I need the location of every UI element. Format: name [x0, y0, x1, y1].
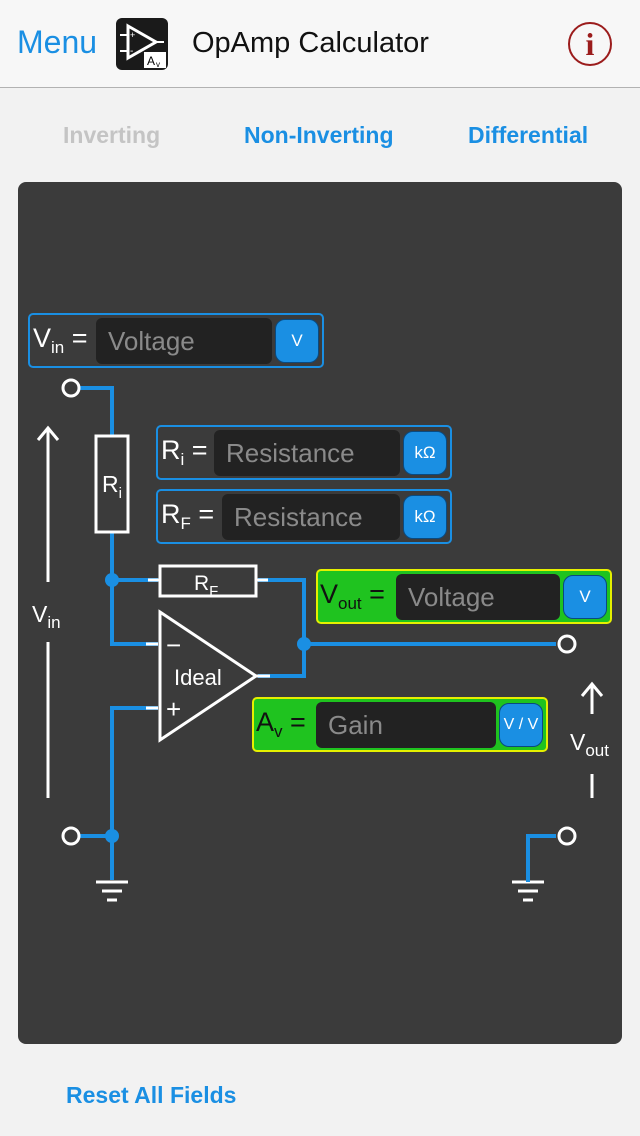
rf-input[interactable] [222, 494, 400, 540]
gain-input[interactable] [316, 702, 496, 748]
rf-field-label: RF = [161, 499, 215, 533]
gain-unit-button[interactable]: V / V [499, 703, 543, 747]
vout-arrow-label: V [570, 729, 586, 755]
svg-text:+: + [130, 30, 135, 40]
vin-unit-button[interactable]: V [275, 319, 319, 363]
vin-input[interactable] [96, 318, 272, 364]
svg-text:RF: RF [194, 572, 218, 600]
ri-unit-button[interactable]: kΩ [403, 431, 447, 475]
svg-text:Ri: Ri [102, 471, 122, 502]
svg-text:Vin: Vin [32, 601, 61, 632]
opamp-app-icon: + - A v [116, 18, 168, 70]
info-icon[interactable]: i [568, 22, 612, 66]
ri-field-group: Ri = kΩ [156, 425, 452, 480]
vin-arrow-label: V [32, 601, 48, 627]
ri-resistor-sub: i [119, 485, 122, 502]
rf-field-group: RF = kΩ [156, 489, 452, 544]
vin-field-group: Vin = V [28, 313, 324, 368]
tab-inverting[interactable]: Inverting [63, 122, 161, 148]
svg-text:-: - [130, 46, 133, 57]
opamp-plus-sign: + [166, 694, 181, 724]
tab-differential[interactable]: Differential [468, 122, 589, 148]
app-title: OpAmp Calculator [192, 27, 429, 59]
vout-field-label: Vout = [320, 579, 385, 613]
gain-field-label: Av = [256, 707, 306, 741]
opamp-ideal-label: Ideal [174, 665, 222, 690]
nav-bar: Menu + - A v OpAmp Calculator i [0, 0, 640, 88]
menu-button[interactable]: Menu [17, 24, 98, 60]
rf-resistor-sub: F [209, 583, 218, 600]
rf-unit-button[interactable]: kΩ [403, 495, 447, 539]
svg-text:A: A [147, 54, 155, 68]
ri-input[interactable] [214, 430, 400, 476]
rf-resistor-label: R [194, 572, 209, 595]
vout-unit-button[interactable]: V [563, 575, 607, 619]
opamp-schematic: Ri RF Ideal − + Vin Vout [32, 378, 609, 902]
vout-field-group: Vout = V [316, 569, 612, 624]
opamp-minus-sign: − [166, 630, 181, 660]
ri-resistor-label: R [102, 471, 119, 497]
gain-field-group: Av = V / V [252, 697, 548, 752]
vout-arrow-sub: out [585, 741, 609, 760]
ri-field-label: Ri = [161, 435, 208, 469]
svg-text:Vout: Vout [570, 729, 609, 760]
vin-field-label: Vin = [33, 323, 88, 357]
svg-text:v: v [156, 60, 160, 69]
vout-input[interactable] [396, 574, 560, 620]
tab-non-inverting[interactable]: Non-Inverting [244, 122, 394, 148]
vin-arrow-sub: in [47, 613, 60, 632]
reset-all-fields-button[interactable]: Reset All Fields [66, 1082, 237, 1108]
